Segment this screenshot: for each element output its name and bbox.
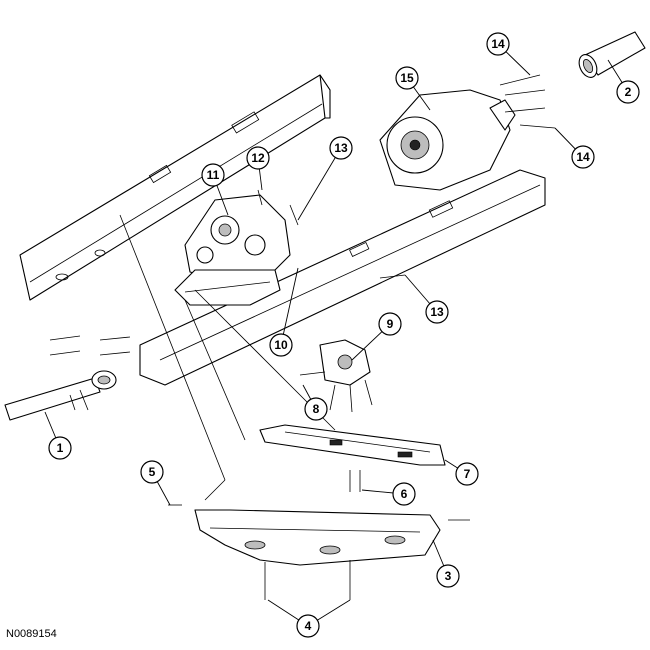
crossmember: [259, 424, 446, 466]
svg-text:9: 9: [387, 317, 394, 331]
transmission-assembly: [184, 194, 291, 281]
svg-text:13: 13: [334, 141, 348, 155]
svg-text:11: 11: [207, 168, 220, 182]
callout-7: 7: [455, 462, 479, 486]
svg-text:15: 15: [400, 71, 414, 85]
callout-9: 9: [378, 312, 402, 336]
svg-text:14: 14: [491, 37, 505, 51]
figure-id: N0089154: [6, 628, 57, 640]
skid-plate: [194, 509, 441, 566]
svg-text:6: 6: [401, 487, 408, 501]
callout-15: 15: [395, 66, 419, 90]
frame-rail-upper: [19, 74, 331, 301]
svg-text:10: 10: [274, 338, 288, 352]
rear-driveshaft: [578, 31, 646, 78]
callout-14-upper: 14: [486, 32, 510, 56]
callout-14-lower: 14: [571, 145, 595, 169]
transmission-mount: [319, 339, 373, 413]
fasteners: [49, 74, 556, 600]
svg-text:4: 4: [305, 619, 312, 633]
svg-text:8: 8: [313, 402, 320, 416]
svg-text:7: 7: [464, 467, 471, 481]
svg-text:1: 1: [57, 441, 64, 455]
svg-text:3: 3: [445, 569, 452, 583]
callout-11: 11: [201, 163, 225, 187]
frame-rail-lower: [139, 169, 546, 386]
svg-text:14: 14: [576, 150, 590, 164]
svg-text:5: 5: [149, 465, 156, 479]
callout-4: 4: [296, 614, 320, 638]
callout-12: 12: [246, 146, 270, 170]
callout-13-lower: 13: [425, 300, 449, 324]
callout-8: 8: [304, 397, 328, 421]
callout-3: 3: [436, 564, 460, 588]
callout-6: 6: [392, 482, 416, 506]
callout-10: 10: [269, 333, 293, 357]
svg-text:13: 13: [430, 305, 444, 319]
callout-1: 1: [48, 436, 72, 460]
callout-5: 5: [140, 460, 164, 484]
front-driveshaft: [4, 370, 117, 421]
rear-differential: [379, 89, 516, 191]
svg-text:12: 12: [251, 151, 265, 165]
svg-text:2: 2: [625, 85, 632, 99]
callout-2: 2: [616, 80, 640, 104]
leader-lines: [44, 43, 629, 627]
callout-13-upper: 13: [329, 136, 353, 160]
